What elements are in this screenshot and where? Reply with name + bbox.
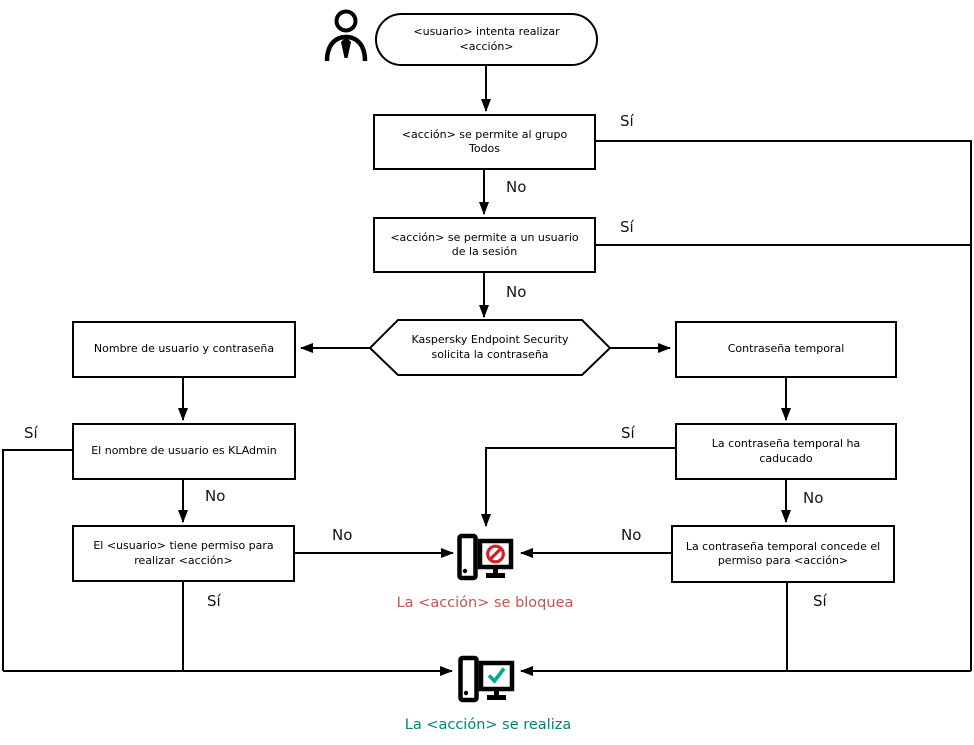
computer-blocked-icon — [457, 533, 514, 581]
label-yes-temp-expired: Sí — [621, 424, 635, 442]
node-temp-grant: La contraseña temporal concede el permis… — [671, 525, 895, 583]
label-yes-allow-session: Sí — [620, 218, 634, 236]
node-temp-password: Contraseña temporal — [675, 321, 897, 378]
user-icon — [324, 9, 368, 62]
label-no-user-permission: No — [332, 526, 353, 544]
label-no-allow-session: No — [506, 283, 527, 301]
label-yes-allow-all: Sí — [620, 112, 634, 130]
label-yes-temp-grant: Sí — [813, 592, 827, 610]
label-yes-user-permission: Sí — [207, 592, 221, 610]
label-no-temp-grant: No — [621, 526, 642, 544]
node-kes-prompt: Kaspersky Endpoint Security solicita la … — [411, 333, 569, 361]
label-no-allow-all: No — [506, 178, 527, 196]
node-temp-expired: La contraseña temporal ha caducado — [675, 423, 897, 480]
label-no-temp-expired: No — [803, 489, 824, 507]
node-username-password: Nombre de usuario y contraseña — [72, 321, 296, 378]
success-caption: La <acción> se realiza — [404, 717, 572, 733]
blocked-caption: La <acción> se bloquea — [396, 595, 574, 611]
node-allow-all: <acción> se permite al grupo Todos — [373, 114, 596, 170]
label-yes-kladmin: Sí — [24, 424, 38, 442]
computer-success-icon — [458, 655, 515, 703]
node-kladmin: El nombre de usuario es KLAdmin — [72, 423, 296, 480]
node-allow-session: <acción> se permite a un usuario de la s… — [373, 217, 596, 273]
edge-allowall-yes-rail — [596, 140, 972, 671]
edge-tempexp-yes-blocked — [481, 447, 675, 527]
label-no-kladmin: No — [205, 487, 226, 505]
hexagon-shape — [368, 319, 612, 376]
edge-kladmin-yes-rail — [2, 449, 72, 671]
node-start: <usuario> intenta realizar <acción> — [375, 13, 598, 66]
node-user-permission: El <usuario> tiene permiso para realizar… — [72, 525, 295, 582]
